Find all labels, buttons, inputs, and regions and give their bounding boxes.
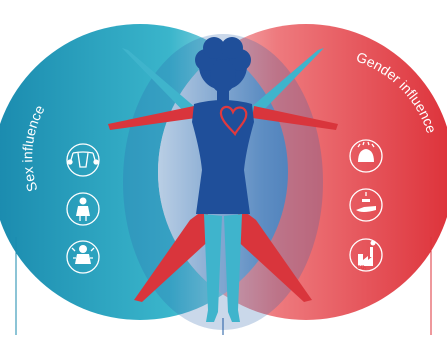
figure-head xyxy=(210,59,236,93)
co2-label: CO₂ xyxy=(357,265,367,271)
figure-neck xyxy=(217,88,229,102)
